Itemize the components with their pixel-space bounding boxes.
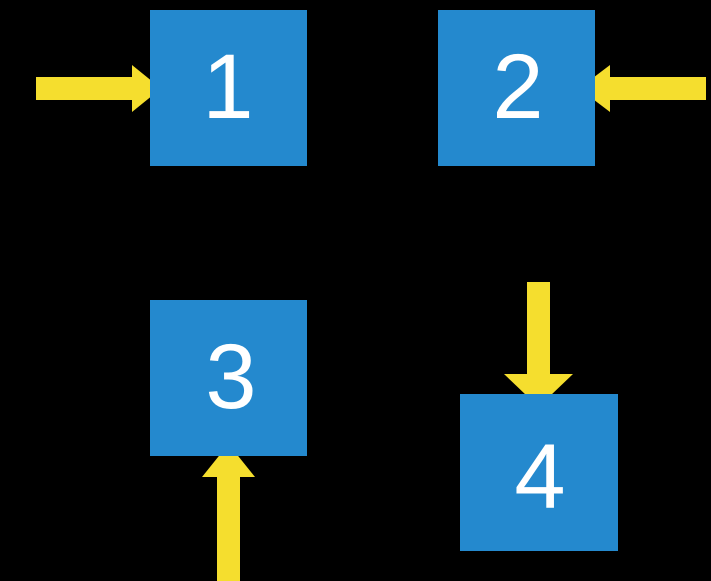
node-group: 1 2 3 4 [150,10,618,551]
node-4[interactable]: 4 [460,394,618,551]
node-3[interactable]: 3 [150,300,307,456]
node-2-label: 2 [492,36,543,138]
node-2-box[interactable] [438,10,595,166]
node-3-box[interactable] [150,300,307,456]
node-2[interactable]: 2 [438,10,595,166]
arrow-into-node-4-icon [504,282,573,407]
arrow-into-node-3-icon [202,444,255,581]
arrow-group [36,65,706,581]
node-4-label: 4 [514,426,565,528]
node-1[interactable]: 1 [150,10,307,166]
node-4-box[interactable] [460,394,618,551]
node-3-label: 3 [205,326,256,428]
arrow-into-node-2-icon [579,65,706,112]
node-1-label: 1 [202,36,253,138]
node-1-box[interactable] [150,10,307,166]
arrow-into-node-1-icon [36,65,161,112]
